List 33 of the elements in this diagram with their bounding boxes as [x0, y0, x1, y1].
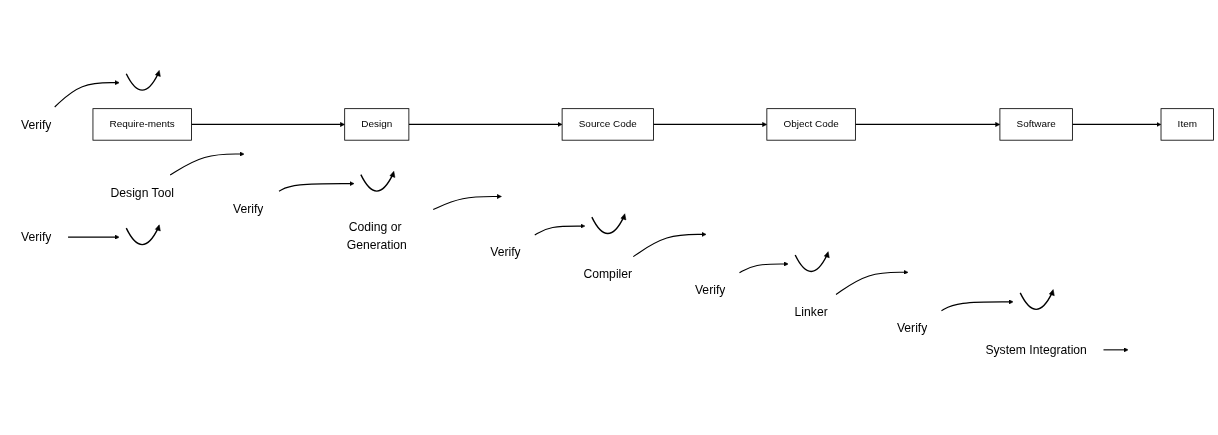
arrow	[67, 234, 120, 240]
arrow	[534, 223, 586, 236]
arrow	[738, 261, 789, 274]
node-text: Compiler	[583, 267, 633, 281]
node-text: Verify	[490, 245, 521, 260]
node-text: Verify	[232, 201, 264, 216]
arrow	[54, 80, 120, 108]
node-text: Linker	[794, 305, 828, 319]
node-text: System Integration	[985, 342, 1087, 357]
arrow	[854, 122, 1001, 127]
node-text: Coding or Generation	[346, 220, 407, 253]
arrow	[1071, 122, 1162, 127]
node-box: Design	[344, 108, 410, 141]
node-box: Software	[999, 108, 1073, 141]
node-text: Verify	[21, 117, 52, 132]
arrow	[1102, 347, 1129, 353]
arrow	[632, 231, 707, 258]
arrow	[835, 269, 909, 296]
arrow	[940, 299, 1014, 312]
node-text: Verify	[21, 230, 52, 245]
node-text: Design Tool	[110, 185, 174, 200]
node-text: Verify	[694, 283, 726, 298]
arrow	[278, 181, 355, 192]
node-text: Verify	[896, 321, 928, 336]
arrow	[190, 122, 345, 127]
arrow	[652, 122, 768, 127]
node-box: Item	[1160, 108, 1214, 141]
arrow	[432, 194, 502, 211]
node-box: Object Code	[766, 108, 856, 141]
node-box: Require-ments	[92, 108, 192, 141]
node-box: Source Code	[561, 108, 654, 141]
arrow	[408, 122, 563, 127]
arrow	[169, 151, 245, 176]
